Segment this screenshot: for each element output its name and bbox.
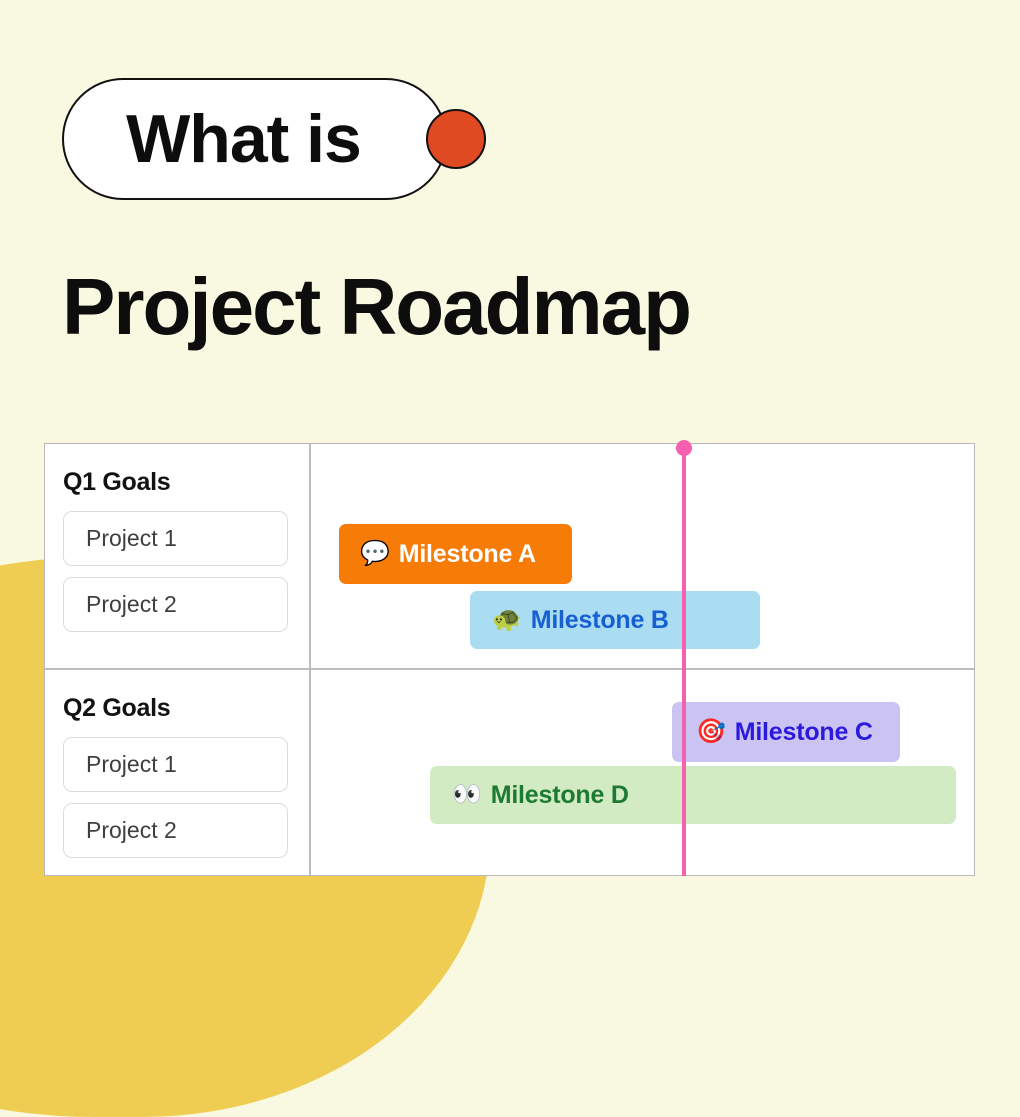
speech-balloon-emoji: 💬 xyxy=(360,540,390,567)
timeline-column-q2: 🎯 Milestone C 👀 Milestone D xyxy=(311,670,974,875)
eyebrow-badge xyxy=(62,78,447,200)
milestone-bar[interactable]: 💬 Milestone A xyxy=(339,524,572,584)
turtle-emoji: 🐢 xyxy=(492,606,522,633)
project-item[interactable]: Project 1 xyxy=(63,737,288,792)
eyebrow-label: What is xyxy=(126,101,362,177)
milestone-label: Milestone D xyxy=(490,780,629,809)
roadmap-board: Q1 Goals Project 1 Project 2 💬 Milestone… xyxy=(44,443,975,876)
timeline-column-q1: 💬 Milestone A 🐢 Milestone B xyxy=(311,444,974,668)
goals-column-q1: Q1 Goals Project 1 Project 2 xyxy=(45,444,311,668)
milestone-bar[interactable]: 🐢 Milestone B xyxy=(470,591,760,649)
project-item[interactable]: Project 1 xyxy=(63,511,288,566)
project-item[interactable]: Project 2 xyxy=(63,803,288,858)
today-marker-handle[interactable] xyxy=(676,440,692,456)
project-item[interactable]: Project 2 xyxy=(63,577,288,632)
direct-hit-emoji: 🎯 xyxy=(696,718,726,745)
milestone-label: Milestone A xyxy=(398,539,536,568)
goals-title-q2: Q2 Goals xyxy=(63,694,171,722)
milestone-label: Milestone C xyxy=(734,717,873,746)
goals-title-q1: Q1 Goals xyxy=(63,468,171,496)
today-marker-line[interactable] xyxy=(682,443,686,876)
orange-dot-icon xyxy=(426,109,486,169)
milestone-bar[interactable]: 👀 Milestone D xyxy=(430,766,956,824)
roadmap-row-q2: Q2 Goals Project 1 Project 2 🎯 Milestone… xyxy=(45,668,974,875)
milestone-label: Milestone B xyxy=(530,605,669,634)
page-title: Project Roadmap xyxy=(62,262,692,351)
goals-column-q2: Q2 Goals Project 1 Project 2 xyxy=(45,670,311,875)
eyes-emoji: 👀 xyxy=(452,781,482,808)
milestone-bar[interactable]: 🎯 Milestone C xyxy=(672,702,900,762)
roadmap-row-q1: Q1 Goals Project 1 Project 2 💬 Milestone… xyxy=(45,444,974,668)
